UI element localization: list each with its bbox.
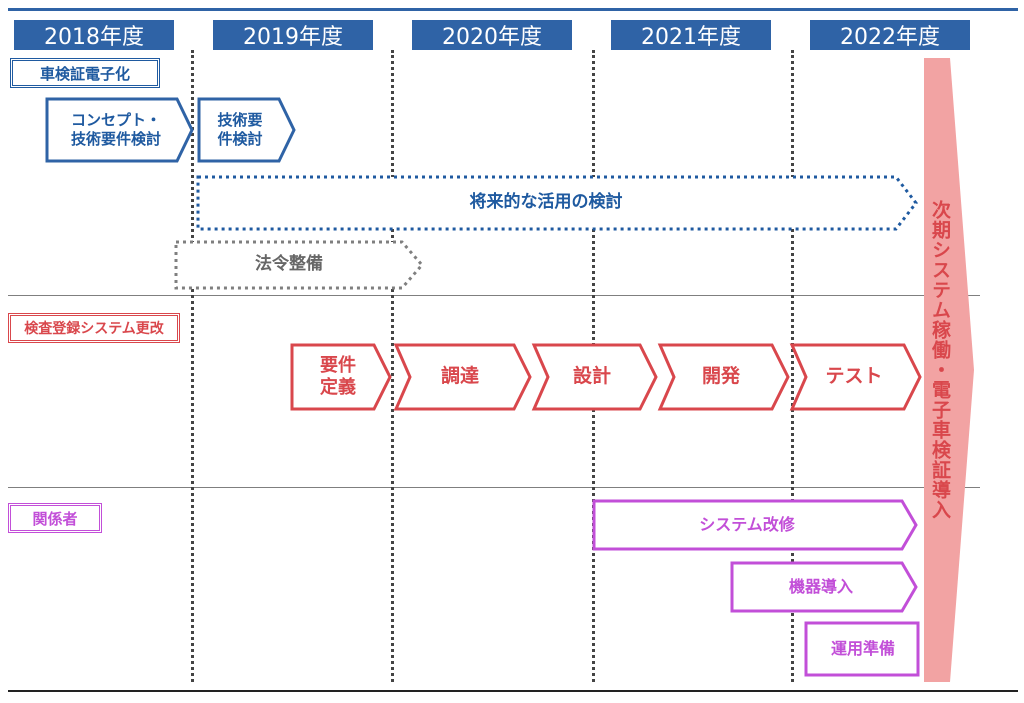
procurement-text: 調達 [440,365,479,388]
year-header-2018: 2018年度 [14,20,174,50]
requirements-chevron [290,343,392,411]
tech-req-chevron [197,97,296,163]
section-label-parties: 関係者 [8,503,102,533]
system-mod-arrow [592,499,918,551]
development-chevron [657,343,790,411]
year-header-2020: 2020年度 [412,20,572,50]
operation-text: 運用準備 [830,639,895,658]
operation-box [804,621,920,677]
year-header-2022: 2022年度 [810,20,970,50]
bottom-border [8,690,1018,692]
year-boundary-2022 [791,50,794,682]
future-use-arrow [196,175,918,231]
top-border [8,8,1018,11]
year-header-2021: 2021年度 [611,20,771,50]
equipment-text: 機器導入 [788,577,853,596]
section-divider-2 [8,487,980,488]
test-chevron [789,343,922,411]
requirements-text: 要件 定義 [320,354,356,399]
law-text: 法令整備 [255,254,323,275]
year-boundary-2020 [391,50,394,682]
design-chevron [531,343,658,411]
section-label-kensa: 検査登録システム更改 [8,313,180,343]
test-text: テスト [825,365,883,388]
section-label-shaken: 車検証電子化 [10,58,160,88]
tech-req-text: 技術要 件検討 [217,111,263,148]
year-header-2019: 2019年度 [213,20,373,50]
future-use-text: 将来的な活用の検討 [469,192,623,213]
year-boundary-2019 [191,50,194,682]
final-arrow-text: 次期システム稼働・電子車検証導入 [929,200,951,520]
system-mod-text: システム改修 [699,515,795,534]
concept-text: コンセプト・ 技術要件検討 [70,111,161,148]
section-divider-1 [8,295,980,296]
final-arrow-shape [924,58,974,682]
development-text: 開発 [701,365,740,388]
design-text: 設計 [572,365,611,388]
equipment-arrow [730,561,918,613]
concept-chevron [45,97,194,163]
procurement-chevron [393,343,532,411]
law-arrow [174,240,424,290]
